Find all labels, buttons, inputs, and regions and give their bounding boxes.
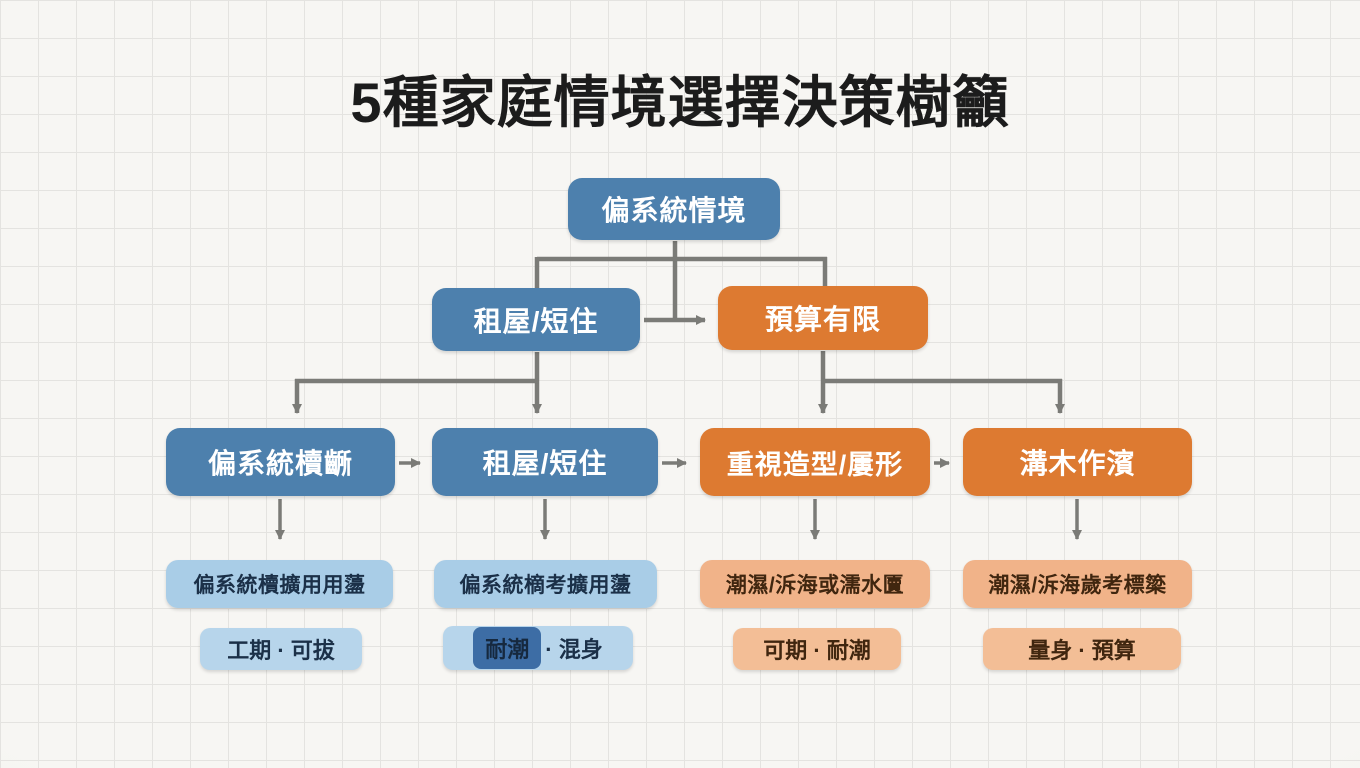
leaf-l4-humid-coastal-1: 潮濕/泝海或濡水匵 <box>700 560 930 608</box>
node-l3-rent-short-stay: 租屋/短住 <box>432 428 658 496</box>
leaf-l4-system-use-1: 偏系統櫝擴用用蘯 <box>166 560 393 608</box>
node-l3-woodwork: 溝木作濱 <box>963 428 1192 496</box>
tag-schedule-removable: 工期 · 可拔 <box>200 628 362 670</box>
tag-highlight: 耐潮 <box>473 627 542 669</box>
tag-rest: · 混身 <box>545 637 603 662</box>
tag-schedule-moistureproof: 可期 · 耐潮 <box>733 628 901 670</box>
leaf-l4-humid-coastal-2: 潮濕/泝海歲考標簗 <box>963 560 1192 608</box>
node-root: 偏系統情境 <box>568 178 780 240</box>
tag-tailored-budget: 量身 · 預算 <box>983 628 1181 670</box>
node-l3-system-lean: 偏系統櫝齭 <box>166 428 395 496</box>
page-title: 5種家庭情境選擇決策樹籲 <box>350 71 1010 134</box>
node-l2-limited-budget: 預算有限 <box>718 286 928 350</box>
node-l2-rent-short-stay: 租屋/短住 <box>432 288 640 351</box>
leaf-l4-system-use-2: 偏系統樀考擴用蘯 <box>434 560 657 608</box>
node-l3-styling-focus: 重視造型/屢形 <box>700 428 930 496</box>
tag-moistureproof-mixed: 耐潮 · 混身 <box>443 626 633 670</box>
